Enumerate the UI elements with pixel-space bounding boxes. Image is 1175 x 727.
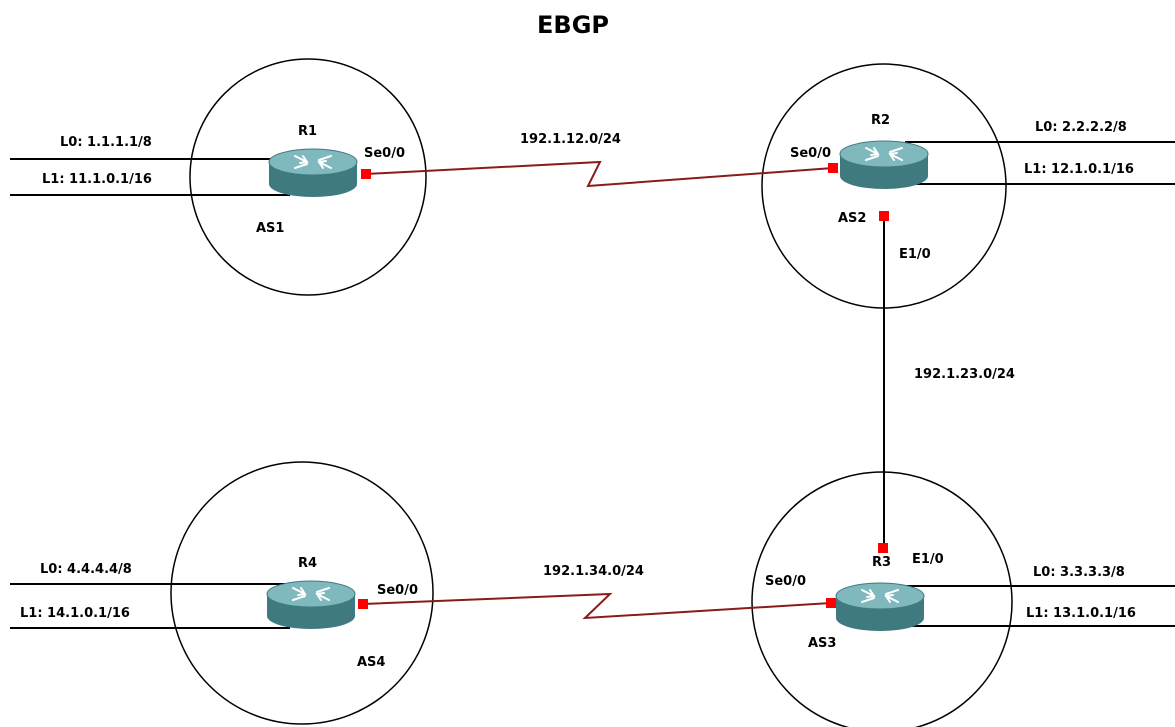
r2-name-label: R2 (871, 113, 890, 128)
r3-e1-0-port (878, 543, 888, 553)
r3-se0-0-port (826, 598, 836, 608)
r1-router-icon[interactable] (268, 148, 358, 198)
r3-r4-subnet-label: 192.1.34.0/24 (543, 564, 644, 579)
r2-as-label: AS2 (838, 211, 866, 226)
r4-r3-serial-link (362, 592, 832, 620)
r4-router-icon[interactable] (266, 580, 356, 630)
r4-as-label: AS4 (357, 655, 385, 670)
r2-se0-0-label: Se0/0 (790, 146, 831, 161)
r4-name-label: R4 (298, 556, 317, 571)
r3-name-label: R3 (872, 555, 891, 570)
r1-loopback0-label: L0: 1.1.1.1/8 (60, 135, 152, 150)
r4-loopback0-label: L0: 4.4.4.4/8 (40, 562, 132, 577)
r1-name-label: R1 (298, 124, 317, 139)
r3-se0-0-label: Se0/0 (765, 574, 806, 589)
diagram-title: EBGP (537, 11, 609, 39)
r2-loopback1-label: L1: 12.1.0.1/16 (1024, 162, 1134, 177)
r1-r2-serial-link (365, 160, 834, 188)
r1-as-label: AS1 (256, 221, 284, 236)
r3-loopback1-label: L1: 13.1.0.1/16 (1026, 606, 1136, 621)
r2-e1-0-port (879, 211, 889, 221)
r4-se0-0-label: Se0/0 (377, 583, 418, 598)
r1-r2-subnet-label: 192.1.12.0/24 (520, 132, 621, 147)
as1-boundary (189, 58, 427, 296)
r1-loopback1-label: L1: 11.1.0.1/16 (42, 172, 152, 187)
as4-boundary (170, 461, 434, 725)
r3-router-icon[interactable] (835, 582, 925, 632)
r4-se0-0-port (358, 599, 368, 609)
r2-e1-0-label: E1/0 (899, 247, 931, 262)
r2-r3-subnet-label: 192.1.23.0/24 (914, 367, 1015, 382)
r1-se0-0-port (361, 169, 371, 179)
as3-boundary (751, 471, 1013, 727)
r1-se0-0-label: Se0/0 (364, 146, 405, 161)
r2-se0-0-port (828, 163, 838, 173)
r4-loopback1-label: L1: 14.1.0.1/16 (20, 606, 130, 621)
r2-loopback0-label: L0: 2.2.2.2/8 (1035, 120, 1127, 135)
r3-e1-0-label: E1/0 (912, 552, 944, 567)
r3-as-label: AS3 (808, 636, 836, 651)
r2-router-icon[interactable] (839, 140, 929, 190)
r3-loopback0-label: L0: 3.3.3.3/8 (1033, 565, 1125, 580)
